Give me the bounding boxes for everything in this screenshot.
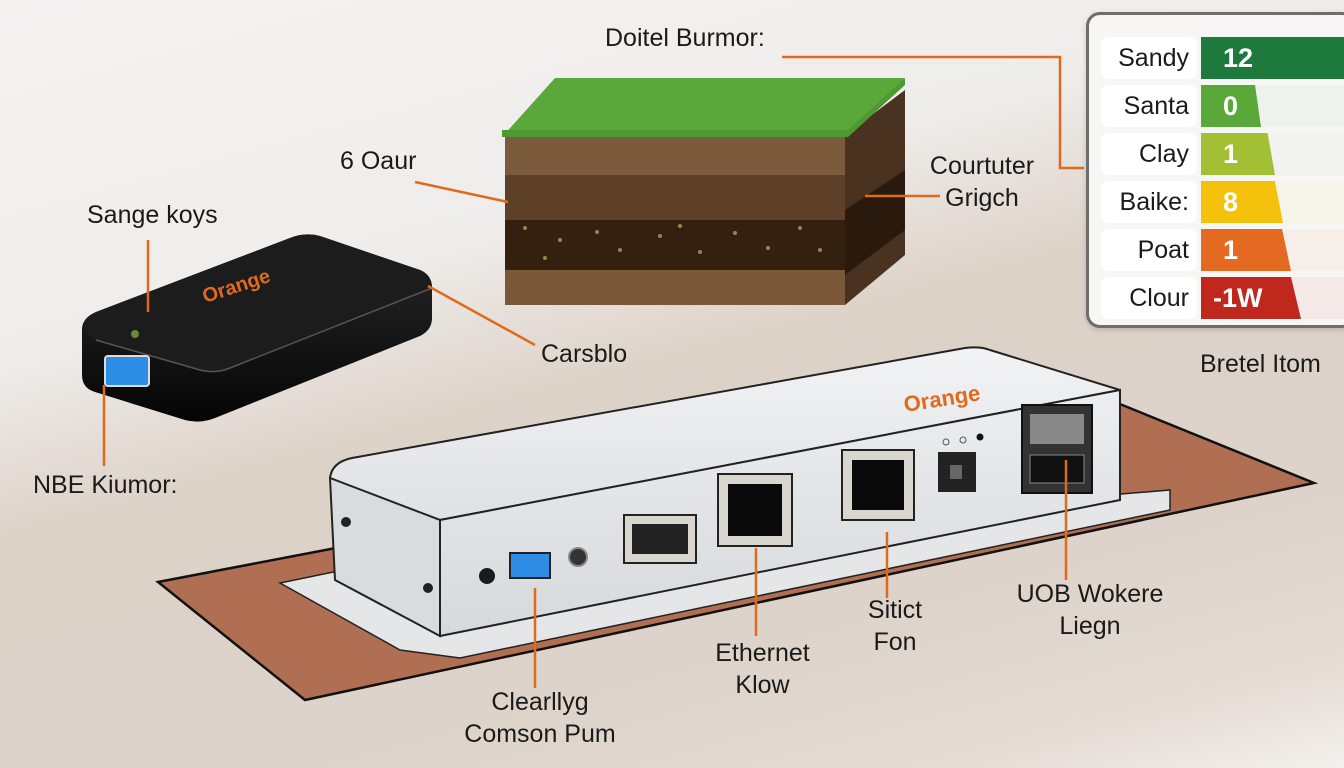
leader-lines — [102, 55, 1084, 688]
legend-name: Clay — [1101, 133, 1197, 175]
label-sitict: Sitict Fon — [855, 594, 935, 658]
soil-layer-dark — [505, 220, 845, 270]
router-device: Orange — [277, 346, 1171, 659]
legend-bar: 8 — [1201, 181, 1283, 223]
legend-bar: 12 — [1201, 37, 1344, 79]
label-sitict-line2: Fon — [873, 628, 917, 656]
label-ethernet-line1: Ethernet — [715, 639, 810, 667]
label-bretel-itom: Bretel Itom — [1200, 350, 1321, 378]
label-sange-koys: Sange koys — [87, 201, 218, 229]
legend-name: Baike: — [1101, 181, 1197, 223]
legend-bar: 1 — [1201, 229, 1291, 271]
label-nbe-kiumor: NBE Kiumor: — [33, 471, 178, 499]
label-clearllyg-line1: Clearllyg — [491, 688, 589, 716]
legend-row: Poat 1 — [1101, 229, 1344, 271]
leader-six-oaur — [414, 180, 509, 204]
legend-row: Baike: 8 — [1101, 181, 1344, 223]
label-uob: UOB Wokere Liegn — [1005, 578, 1175, 642]
legend-bar: 1 — [1201, 133, 1275, 175]
label-courtuter-line2: Grigch — [945, 184, 1019, 212]
label-courtuter-line1: Courtuter — [929, 152, 1035, 180]
soil-layer-bottom — [505, 270, 845, 305]
leader-doitel — [782, 55, 1084, 170]
soil-layer-top — [505, 135, 845, 175]
label-ethernet-line2: Klow — [735, 671, 790, 699]
legend-row: Sandy 12 — [1101, 37, 1344, 79]
power-jack — [568, 547, 588, 567]
soil-layer-mid — [505, 175, 845, 220]
label-uob-line1: UOB Wokere — [1016, 580, 1164, 608]
leader-carsblo — [427, 284, 536, 347]
portable-device: Orange — [82, 234, 433, 422]
legend-bar: -1W — [1201, 277, 1301, 319]
grass-top — [502, 78, 905, 137]
legend-row: Santa 0 — [1101, 85, 1344, 127]
usb-port — [104, 355, 150, 387]
status-led — [131, 330, 139, 338]
soil-block — [502, 78, 905, 305]
label-clearllyg: Clearllyg Comson Pum — [455, 686, 625, 750]
audio-jack — [479, 568, 495, 584]
label-carsblo: Carsblo — [541, 340, 628, 368]
label-six-oaur: 6 Oaur — [340, 147, 417, 175]
legend-name: Clour — [1101, 277, 1197, 319]
legend-row: Clour -1W — [1101, 277, 1344, 319]
legend-name: Poat — [1101, 229, 1197, 271]
router-usb-port — [509, 552, 551, 579]
legend-name: Santa — [1101, 85, 1197, 127]
label-clearllyg-line2: Comson Pum — [464, 720, 616, 748]
legend-row: Clay 1 — [1101, 133, 1344, 175]
label-ethernet: Ethernet Klow — [700, 637, 825, 701]
label-courtuter: Courtuter Grigch — [922, 150, 1042, 214]
title-callout-label: Doitel Burmor: — [605, 24, 765, 52]
legend-name: Sandy — [1101, 37, 1197, 79]
legend-bar: 0 — [1201, 85, 1261, 127]
label-uob-line2: Liegn — [1059, 612, 1121, 640]
label-sitict-line1: Sitict — [867, 596, 923, 624]
soil-legend-panel: Sandy 12 Santa 0 Clay 1 Baike: 8 Poat 1 … — [1086, 12, 1344, 328]
